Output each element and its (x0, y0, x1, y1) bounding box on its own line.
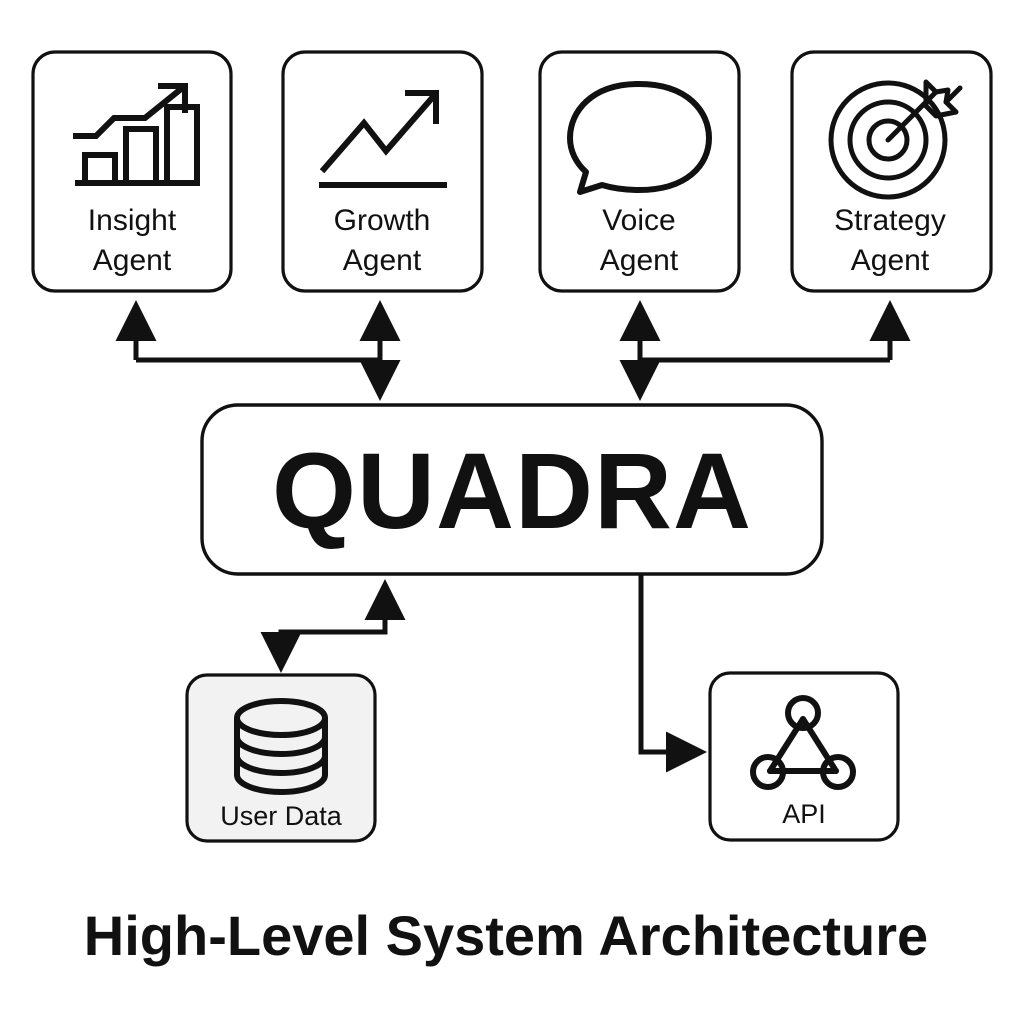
agent-label-insight-line1: Insight (88, 204, 177, 237)
line-chart-arrow-icon (319, 90, 447, 188)
connector-hub-to-userdata (260, 579, 406, 674)
resource-card-user-data[interactable]: User Data (185, 673, 377, 843)
agent-label-growth-line2: Agent (343, 244, 422, 277)
resource-card-api-frame[interactable] (708, 671, 900, 842)
agent-card-strategy-frame[interactable] (790, 50, 993, 293)
agent-card-voice-frame[interactable] (538, 50, 741, 293)
agent-card-strategy[interactable]: Strategy Agent (790, 50, 993, 293)
connector-hub-to-api (638, 575, 708, 773)
quadra-hub-frame[interactable] (200, 403, 824, 576)
database-cylinder-icon (234, 698, 328, 795)
bar-chart-growth-icon (73, 83, 200, 186)
agent-label-insight-line2: Agent (93, 244, 172, 277)
agent-label-strategy-line1: Strategy (834, 204, 946, 237)
agent-label-voice-line1: Voice (602, 204, 675, 237)
resource-label-user-data: User Data (220, 801, 343, 831)
agent-card-growth-frame[interactable] (281, 50, 484, 293)
agent-card-insight[interactable]: Insight Agent (31, 50, 233, 293)
agent-card-insight-frame[interactable] (31, 50, 233, 293)
agent-label-growth-line1: Growth (334, 204, 431, 237)
diagram-caption: High-Level System Architecture (84, 904, 928, 967)
quadra-hub[interactable]: QUADRA (200, 403, 824, 576)
target-dart-icon (828, 79, 963, 200)
resource-card-api[interactable]: API (708, 671, 900, 842)
resource-label-api: API (782, 799, 826, 829)
connector-layer (115, 299, 911, 773)
network-triangle-icon (750, 695, 856, 790)
agent-label-strategy-line2: Agent (851, 244, 930, 277)
agent-card-growth[interactable]: Growth Agent (281, 50, 484, 293)
quadra-hub-label: QUADRA (272, 430, 752, 551)
agent-label-voice-line2: Agent (600, 244, 679, 277)
agent-card-voice[interactable]: Voice Agent (538, 50, 741, 293)
speech-bubble-icon (567, 81, 712, 195)
resource-card-user-data-frame[interactable] (185, 673, 377, 843)
